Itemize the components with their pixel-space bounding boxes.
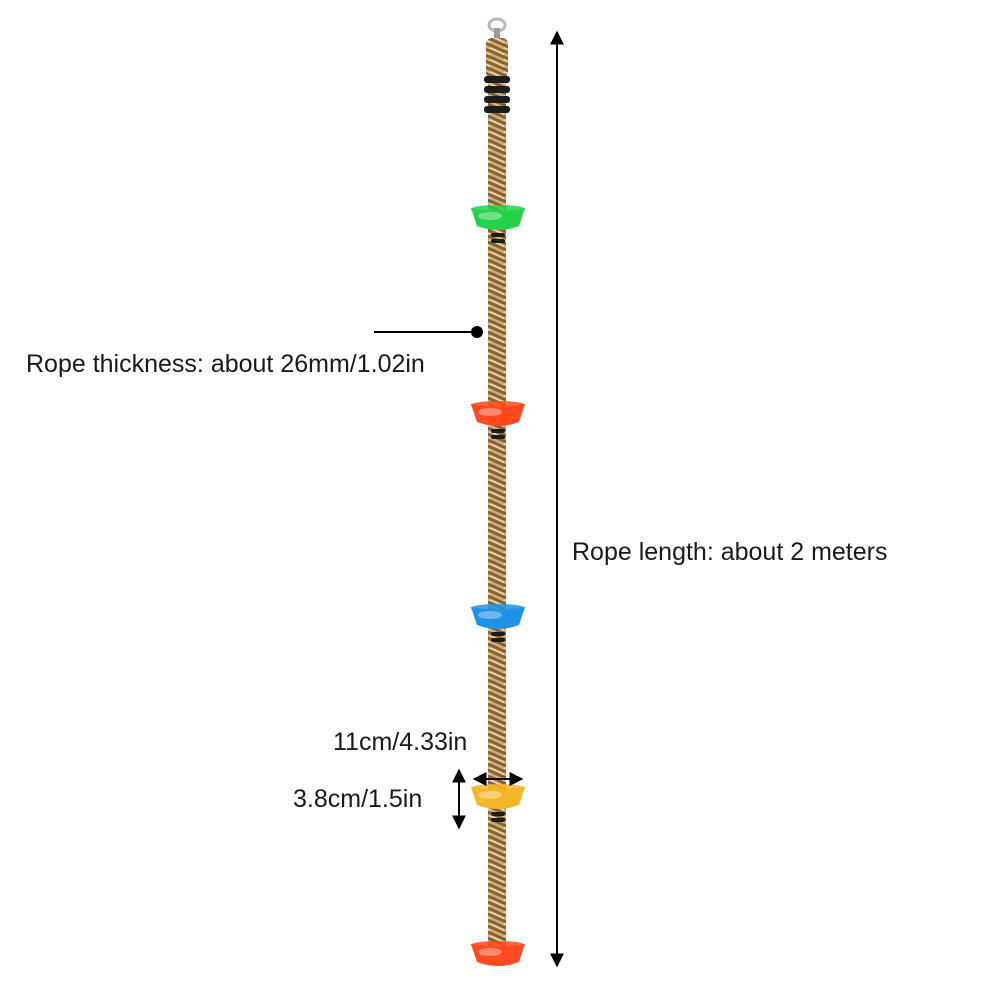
step-height-label: 3.8cm/1.5in xyxy=(293,785,423,813)
rope-end-rings xyxy=(484,76,510,113)
climbing-step-2 xyxy=(471,401,525,439)
climbing-step-4 xyxy=(471,784,525,822)
rope-length-label: Rope length: about 2 meters xyxy=(572,538,888,566)
climbing-step-5 xyxy=(471,941,525,966)
rope xyxy=(484,38,510,956)
climbing-steps xyxy=(471,205,525,966)
step-width-label: 11cm/4.33in xyxy=(333,728,468,756)
climbing-step-1 xyxy=(471,205,525,243)
thickness-pointer xyxy=(374,326,483,338)
rope-thickness-label: Rope thickness: about 26mm/1.02in xyxy=(26,350,425,378)
hook-icon xyxy=(487,17,507,40)
climbing-step-3 xyxy=(471,604,525,642)
